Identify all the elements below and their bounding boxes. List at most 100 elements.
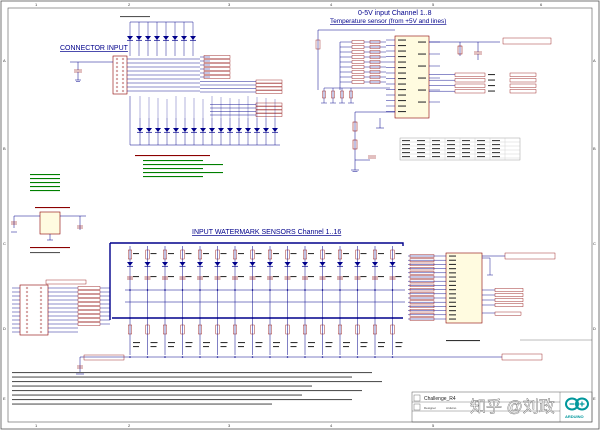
pin-dot [39, 290, 43, 294]
ref-label [273, 253, 279, 255]
sensor-gnd [76, 357, 84, 375]
resistor [351, 75, 365, 79]
pin-dot [39, 286, 43, 290]
junction [356, 317, 359, 319]
diode-icon [144, 262, 151, 266]
ref-label [238, 276, 244, 278]
mux-ic-bottom [445, 252, 483, 324]
spec-cell [432, 156, 440, 158]
resistor [180, 324, 185, 335]
pin-dot [39, 330, 43, 334]
green-note-text [143, 160, 223, 178]
net-label [77, 290, 101, 294]
junction [146, 317, 149, 319]
diode-icon [232, 262, 238, 266]
pin-dot [39, 310, 43, 314]
pin-label [449, 268, 456, 270]
pin-dot [39, 314, 43, 318]
net-label [255, 109, 283, 114]
net-label [77, 298, 101, 302]
spec-cell [462, 152, 470, 154]
note-line [143, 160, 203, 162]
left-cap-circuit [70, 61, 113, 82]
pin-label [398, 105, 406, 107]
net-label [494, 288, 524, 292]
net-label-block-b [200, 79, 283, 94]
pin-label [449, 259, 456, 261]
pin-dot [25, 298, 29, 302]
note-line [143, 176, 203, 178]
diode-icon [236, 128, 242, 132]
note-line [12, 390, 362, 392]
net-label [77, 318, 101, 322]
diode-icon [191, 128, 197, 132]
pin-dot [25, 326, 29, 330]
ref-label [273, 276, 279, 278]
spec-cell [492, 144, 500, 146]
title-block-designer: Arduino [446, 406, 457, 410]
ref-label [133, 346, 139, 348]
net-label [203, 59, 231, 63]
col-label: 5 [432, 2, 435, 7]
net-label [409, 288, 435, 292]
ref-label [360, 253, 367, 255]
net-label [255, 86, 283, 91]
pin-dot [121, 77, 125, 81]
ref-label [168, 276, 174, 278]
pin-dot [115, 77, 119, 81]
ref-label [273, 346, 279, 348]
spec-cell [477, 156, 485, 158]
diode-icon [218, 128, 224, 132]
junction [391, 289, 394, 291]
ref-label [133, 342, 140, 344]
resistor [373, 324, 377, 335]
net-label [77, 294, 101, 298]
spec-cell [417, 144, 425, 146]
pin-label [398, 78, 406, 80]
pin-label [449, 263, 456, 265]
section-title-watermark: INPUT WATERMARK SENSORS Channel 1..16 [192, 229, 341, 236]
rail-label [120, 16, 150, 18]
ref-label [290, 342, 298, 344]
ref-label [395, 346, 402, 348]
ref-label [360, 276, 367, 278]
ref-label [325, 276, 332, 278]
note-line [30, 178, 60, 180]
net-label-block-a [200, 55, 231, 79]
ref-label [150, 253, 157, 255]
col-label: 6 [540, 2, 543, 7]
ref-label [290, 346, 297, 348]
resistor [351, 50, 365, 54]
junction [391, 317, 394, 319]
connector-pins [115, 57, 200, 93]
top-diode-array [120, 16, 196, 56]
col-label: 2 [128, 2, 131, 7]
pin-dot [25, 286, 29, 290]
bottom-diode-array [129, 96, 280, 157]
spec-cell [432, 144, 440, 146]
diode-icon [182, 128, 188, 132]
net-label [409, 279, 435, 283]
title-block-title: Challenge_R4 [424, 396, 456, 402]
regulator-ic [39, 211, 61, 235]
note-line [12, 385, 312, 387]
diode-icon [227, 128, 233, 132]
resistor [180, 249, 185, 260]
net-label [454, 72, 486, 77]
ref-label [360, 342, 368, 344]
row-label: B [3, 146, 6, 151]
ref-label [220, 342, 228, 344]
ref-label [325, 253, 332, 255]
resistor [369, 70, 381, 74]
net-label [409, 292, 435, 296]
net-label [409, 296, 435, 300]
net-label [203, 71, 231, 75]
junction [164, 317, 166, 319]
frame-column-labels: 1 2 3 4 5 6 1 2 3 4 5 [35, 2, 543, 428]
diode-icon [162, 262, 168, 266]
pin-label [398, 39, 406, 41]
resistor [163, 324, 167, 335]
spec-cell [462, 156, 470, 158]
row-label: C [593, 241, 596, 246]
diode-icon [163, 36, 169, 40]
